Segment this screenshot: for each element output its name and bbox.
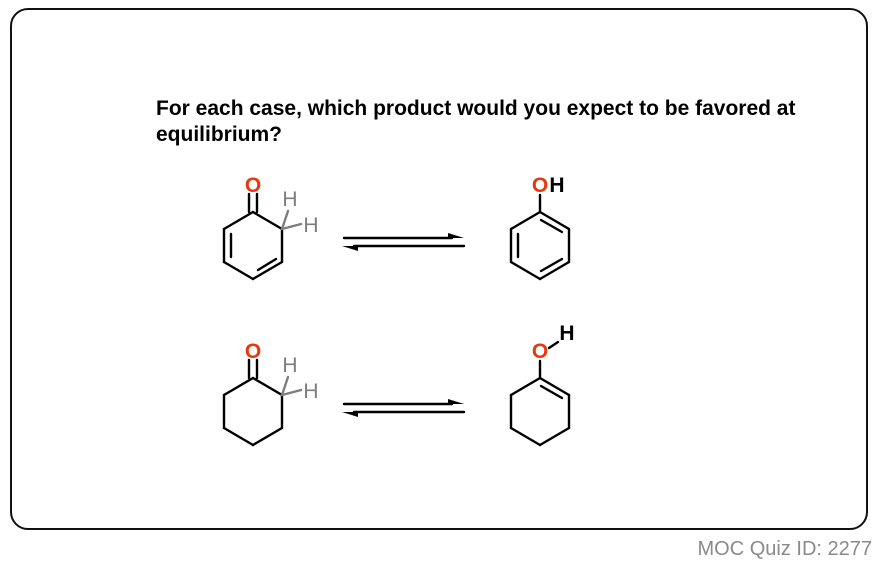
reactant-1-cyclohexadienone: O H H xyxy=(222,174,319,281)
reactant-2-hydrogen-label: H xyxy=(282,354,297,377)
reactant-1-hydrogen-label: H xyxy=(282,188,297,211)
product-2-hydrogen-label: H xyxy=(559,322,574,345)
product-1-oxygen-label: O xyxy=(532,174,548,197)
product-1-hydrogen-label: H xyxy=(549,174,564,197)
equilibrium-arrow-1 xyxy=(342,233,466,251)
reactant-1-oxygen-label: O xyxy=(245,174,261,197)
product-2-oxygen-label: O xyxy=(532,340,548,363)
question-text: For each case, which product would you e… xyxy=(156,97,796,146)
reactant-2-oxygen-label: O xyxy=(245,340,261,363)
reactant-1-hydrogen-label: H xyxy=(303,214,318,237)
equilibrium-arrow-2 xyxy=(342,399,466,417)
product-2-cyclohexenol: O H xyxy=(509,322,575,447)
product-1-phenol: O H xyxy=(509,174,571,281)
reactant-2-cyclohexanone: O H H xyxy=(222,340,319,447)
quiz-id-label: MOC Quiz ID: 2277 xyxy=(697,538,872,560)
reactant-2-hydrogen-label: H xyxy=(303,380,318,403)
content-frame xyxy=(10,8,868,530)
